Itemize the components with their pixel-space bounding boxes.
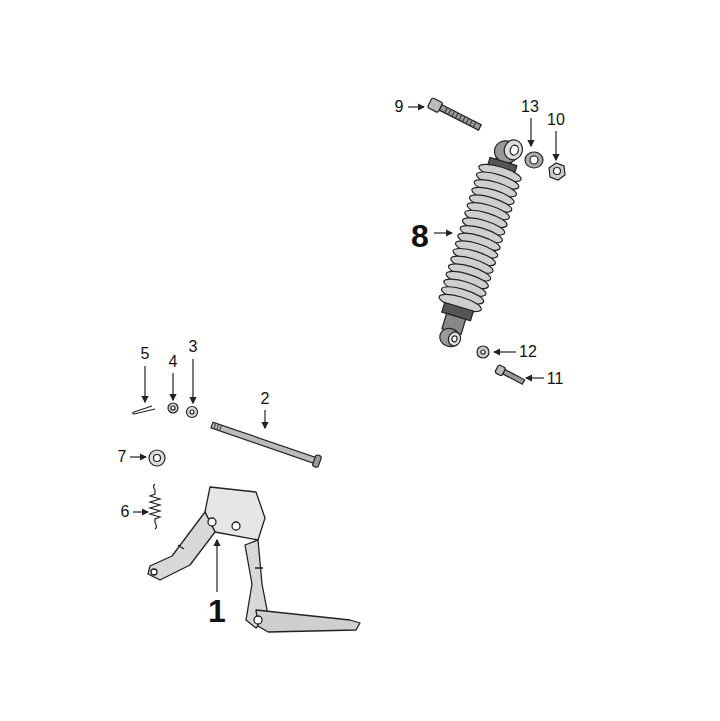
shock-absorber bbox=[426, 132, 532, 352]
nut bbox=[549, 163, 565, 180]
callout-number: 11 bbox=[547, 371, 564, 387]
bolt bbox=[495, 364, 526, 386]
small-parts bbox=[133, 403, 198, 418]
callout-number: 4 bbox=[169, 354, 178, 370]
washer bbox=[149, 450, 165, 466]
center-stand bbox=[148, 487, 360, 632]
callout-number: 12 bbox=[519, 344, 537, 360]
callout-number: 3 bbox=[189, 339, 198, 355]
callout-number: 7 bbox=[118, 449, 127, 465]
callout-number: 10 bbox=[547, 112, 565, 128]
callout-number: 8 bbox=[411, 220, 429, 252]
spacer bbox=[525, 152, 543, 168]
washer bbox=[477, 346, 489, 358]
callout-number: 6 bbox=[121, 504, 130, 520]
shaft bbox=[210, 419, 322, 467]
callout-number: 9 bbox=[395, 99, 404, 115]
callout-number: 1 bbox=[208, 595, 226, 627]
callout-number: 5 bbox=[141, 346, 150, 362]
spring bbox=[150, 484, 160, 529]
bolt bbox=[427, 98, 482, 133]
callout-number: 13 bbox=[521, 99, 539, 115]
leader-lines bbox=[130, 107, 556, 592]
callout-number: 2 bbox=[261, 391, 270, 407]
